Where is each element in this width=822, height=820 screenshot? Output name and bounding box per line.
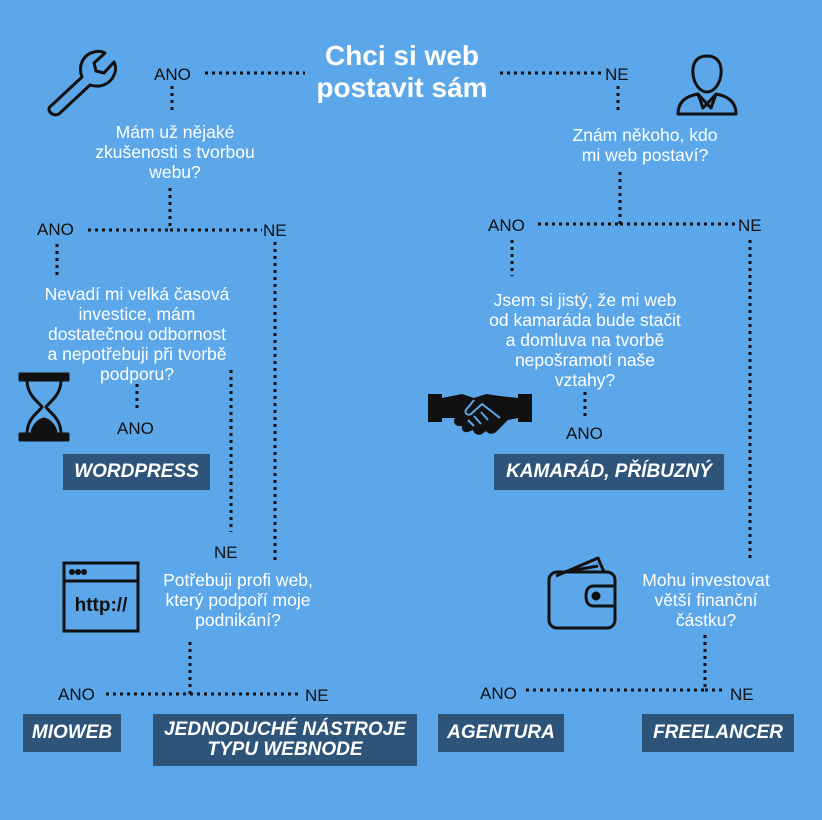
question-line: Nevadí mi velká časová bbox=[44, 284, 230, 304]
title: Chci si web postavit sám bbox=[302, 40, 502, 104]
hourglass-icon bbox=[18, 372, 70, 442]
result-label: WORDPRESS bbox=[74, 461, 199, 482]
question-line: a nepotřebuji při tvorbě bbox=[47, 344, 227, 364]
question-line: Znám někoho, kdo bbox=[572, 125, 718, 145]
handshake-icon bbox=[428, 388, 532, 436]
question-line: podporu? bbox=[100, 364, 174, 384]
question-line: vztahy? bbox=[554, 370, 616, 390]
question-line: a domluva na tvorbě bbox=[505, 330, 665, 350]
browser-icon: http:// bbox=[62, 561, 140, 633]
question-line: Mám už nějaké bbox=[115, 122, 235, 142]
question-time-investment: Nevadí mi velká časová investice, mám do… bbox=[12, 284, 262, 384]
result-label: MIOWEB bbox=[31, 722, 113, 743]
label-friend-yes: ANO bbox=[566, 424, 603, 443]
label-know-no: NE bbox=[738, 216, 762, 235]
question-line: Mohu investovat bbox=[642, 570, 770, 590]
label-time-no: NE bbox=[214, 543, 238, 562]
question-line: dostatečnou odbornost bbox=[47, 324, 227, 344]
result-simple-tools: JEDNODUCHÉ NÁSTROJE TYPU WEBNODE bbox=[153, 714, 417, 766]
question-know-someone: Znám někoho, kdo mi web postaví? bbox=[530, 125, 760, 165]
person-icon bbox=[672, 50, 742, 120]
question-experience: Mám už nějaké zkušenosti s tvorbou webu? bbox=[60, 122, 290, 182]
title-line-2: postavit sám bbox=[316, 72, 488, 103]
label-experience-yes: ANO bbox=[37, 220, 74, 239]
label-experience-no: NE bbox=[263, 221, 287, 240]
question-line: větší finanční bbox=[654, 590, 758, 610]
label-invest-no: NE bbox=[730, 685, 754, 704]
question-line: částku? bbox=[675, 610, 737, 630]
result-label-line: JEDNODUCHÉ NÁSTROJE bbox=[164, 719, 406, 740]
question-line: mi web postaví? bbox=[581, 145, 709, 165]
title-line-1: Chci si web bbox=[324, 40, 480, 71]
label-title-no: NE bbox=[605, 65, 629, 84]
question-line: který podpoří moje bbox=[165, 590, 311, 610]
result-label: AGENTURA bbox=[447, 722, 555, 743]
question-line: zkušenosti s tvorbou bbox=[95, 142, 255, 162]
label-invest-yes: ANO bbox=[480, 684, 517, 703]
question-line: investice, mám bbox=[78, 304, 196, 324]
question-line: nepošramotí naše bbox=[514, 350, 656, 370]
question-line: Potřebuji profi web, bbox=[163, 570, 313, 590]
result-label: KAMARÁD, PŘÍBUZNÝ bbox=[506, 461, 712, 482]
question-friend-sure: Jsem si jistý, že mi web od kamaráda bud… bbox=[460, 290, 710, 390]
result-wordpress: WORDPRESS bbox=[63, 454, 210, 490]
label-profi-no: NE bbox=[305, 686, 329, 705]
question-line: webu? bbox=[149, 162, 201, 182]
result-friend: KAMARÁD, PŘÍBUZNÝ bbox=[494, 454, 724, 490]
label-title-yes: ANO bbox=[154, 65, 191, 84]
wrench-icon bbox=[44, 47, 120, 123]
question-line: Jsem si jistý, že mi web bbox=[493, 290, 677, 310]
question-line: od kamaráda bude stačit bbox=[489, 310, 681, 330]
question-profi-web: Potřebuji profi web, který podpoří moje … bbox=[138, 570, 338, 630]
result-label-line: TYPU WEBNODE bbox=[207, 739, 363, 760]
result-label: FREELANCER bbox=[653, 722, 783, 743]
result-agency: AGENTURA bbox=[438, 714, 564, 752]
wallet-icon bbox=[546, 554, 622, 632]
question-invest: Mohu investovat větší finanční částku? bbox=[626, 570, 786, 630]
result-mioweb: MIOWEB bbox=[23, 714, 121, 752]
label-time-yes: ANO bbox=[117, 419, 154, 438]
label-know-yes: ANO bbox=[488, 216, 525, 235]
question-line: podnikání? bbox=[195, 610, 281, 630]
browser-url-text: http:// bbox=[74, 595, 128, 616]
label-profi-yes: ANO bbox=[58, 685, 95, 704]
result-freelancer: FREELANCER bbox=[642, 714, 794, 752]
